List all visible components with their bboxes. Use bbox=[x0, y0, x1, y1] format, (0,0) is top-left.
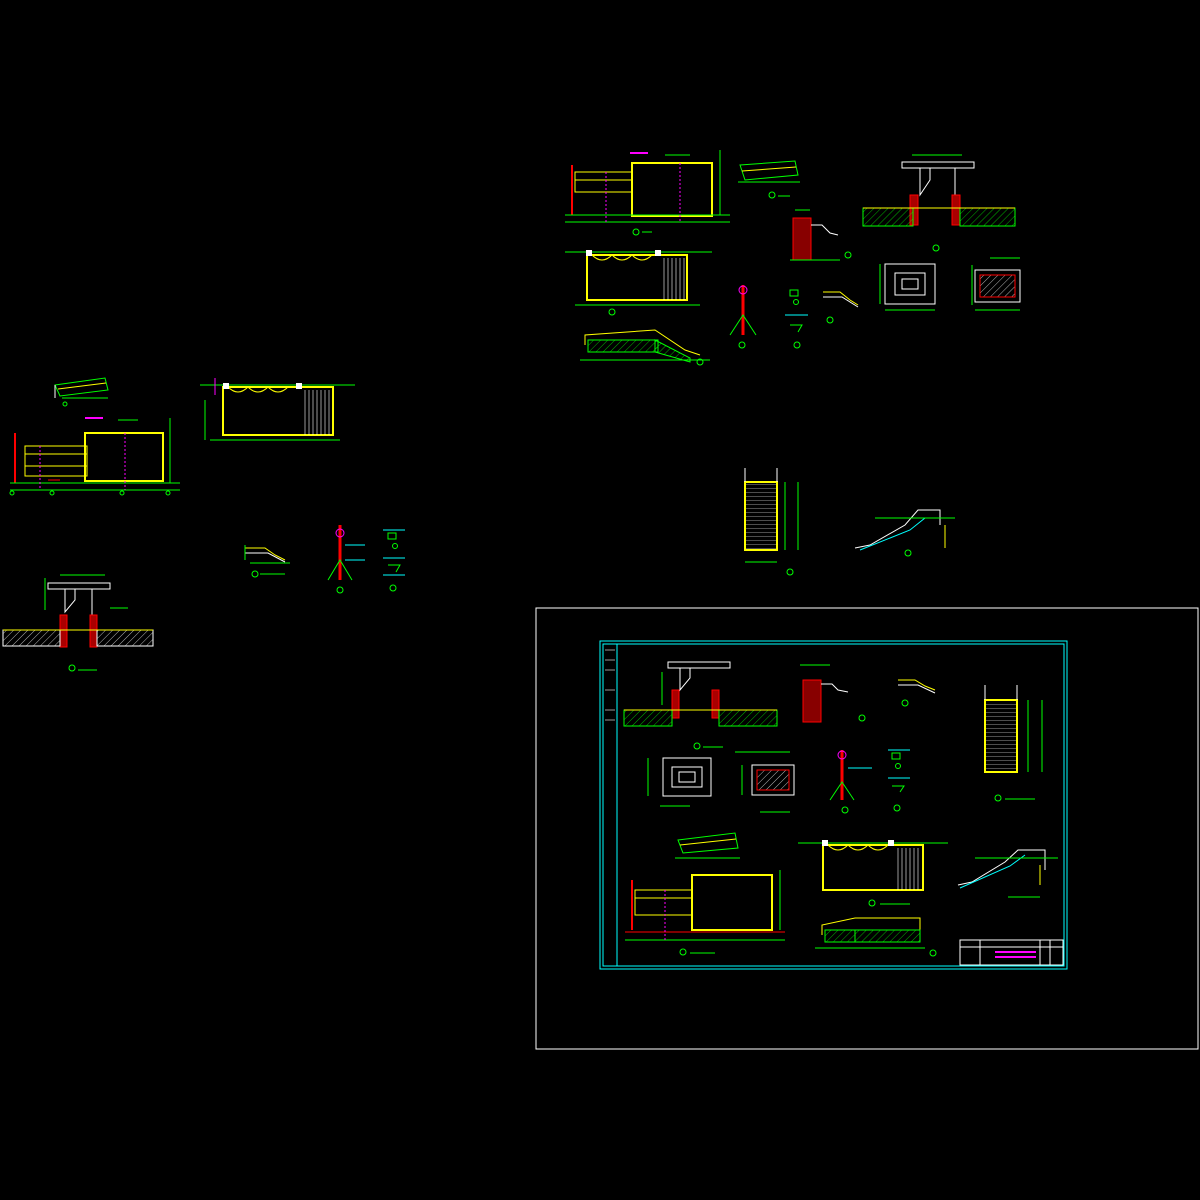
title-block bbox=[959, 939, 1064, 966]
pool-plan-top bbox=[565, 150, 730, 236]
sheet-gate-section bbox=[623, 661, 778, 750]
joint-details-left bbox=[383, 529, 405, 592]
gate-section-top bbox=[862, 154, 1016, 252]
sheet-pool-plan bbox=[625, 870, 785, 956]
bench-elevation-detail bbox=[54, 377, 109, 419]
post-detail-left bbox=[327, 525, 365, 594]
step-detail-top bbox=[823, 291, 859, 324]
pool-plan-left bbox=[9, 418, 180, 496]
sheet-wall-section bbox=[800, 664, 866, 723]
stair-section-top bbox=[854, 509, 955, 557]
planter-plan-b bbox=[971, 257, 1021, 311]
sheet-ramp-section bbox=[815, 917, 937, 957]
sheet-border bbox=[599, 640, 1068, 970]
sheet-stage-plan bbox=[798, 840, 948, 907]
sheet-planter-plan-a bbox=[647, 757, 712, 807]
sheet-planter-plan-b bbox=[735, 751, 795, 813]
bench-detail-top bbox=[738, 160, 800, 199]
sheet-stair-section bbox=[957, 849, 1058, 898]
drawing-sheet[interactable] bbox=[535, 607, 1199, 1050]
top-right-cluster bbox=[565, 150, 1021, 576]
planter-plan-a bbox=[879, 263, 936, 311]
sheet-stair-plan bbox=[984, 685, 1043, 802]
sheet-binding-strip bbox=[605, 649, 615, 721]
post-detail-top bbox=[729, 285, 757, 349]
joint-details-top bbox=[785, 289, 808, 349]
sheet-step-detail bbox=[898, 679, 936, 707]
stair-plan-top bbox=[744, 468, 799, 576]
sheet-outer-frame bbox=[535, 607, 1199, 1050]
step-section-small-left bbox=[244, 545, 290, 578]
sheet-inner-border bbox=[602, 643, 1065, 967]
sheet-post-detail bbox=[829, 750, 872, 814]
stage-plan-top bbox=[565, 250, 712, 316]
sheet-joint-details bbox=[888, 749, 910, 812]
sheet-bench-detail bbox=[675, 832, 740, 859]
wall-section-top bbox=[790, 209, 852, 261]
ramp-section-top bbox=[580, 329, 710, 366]
gate-section-left bbox=[2, 574, 154, 672]
stage-plan-left bbox=[200, 378, 355, 441]
left-cluster bbox=[2, 377, 405, 672]
